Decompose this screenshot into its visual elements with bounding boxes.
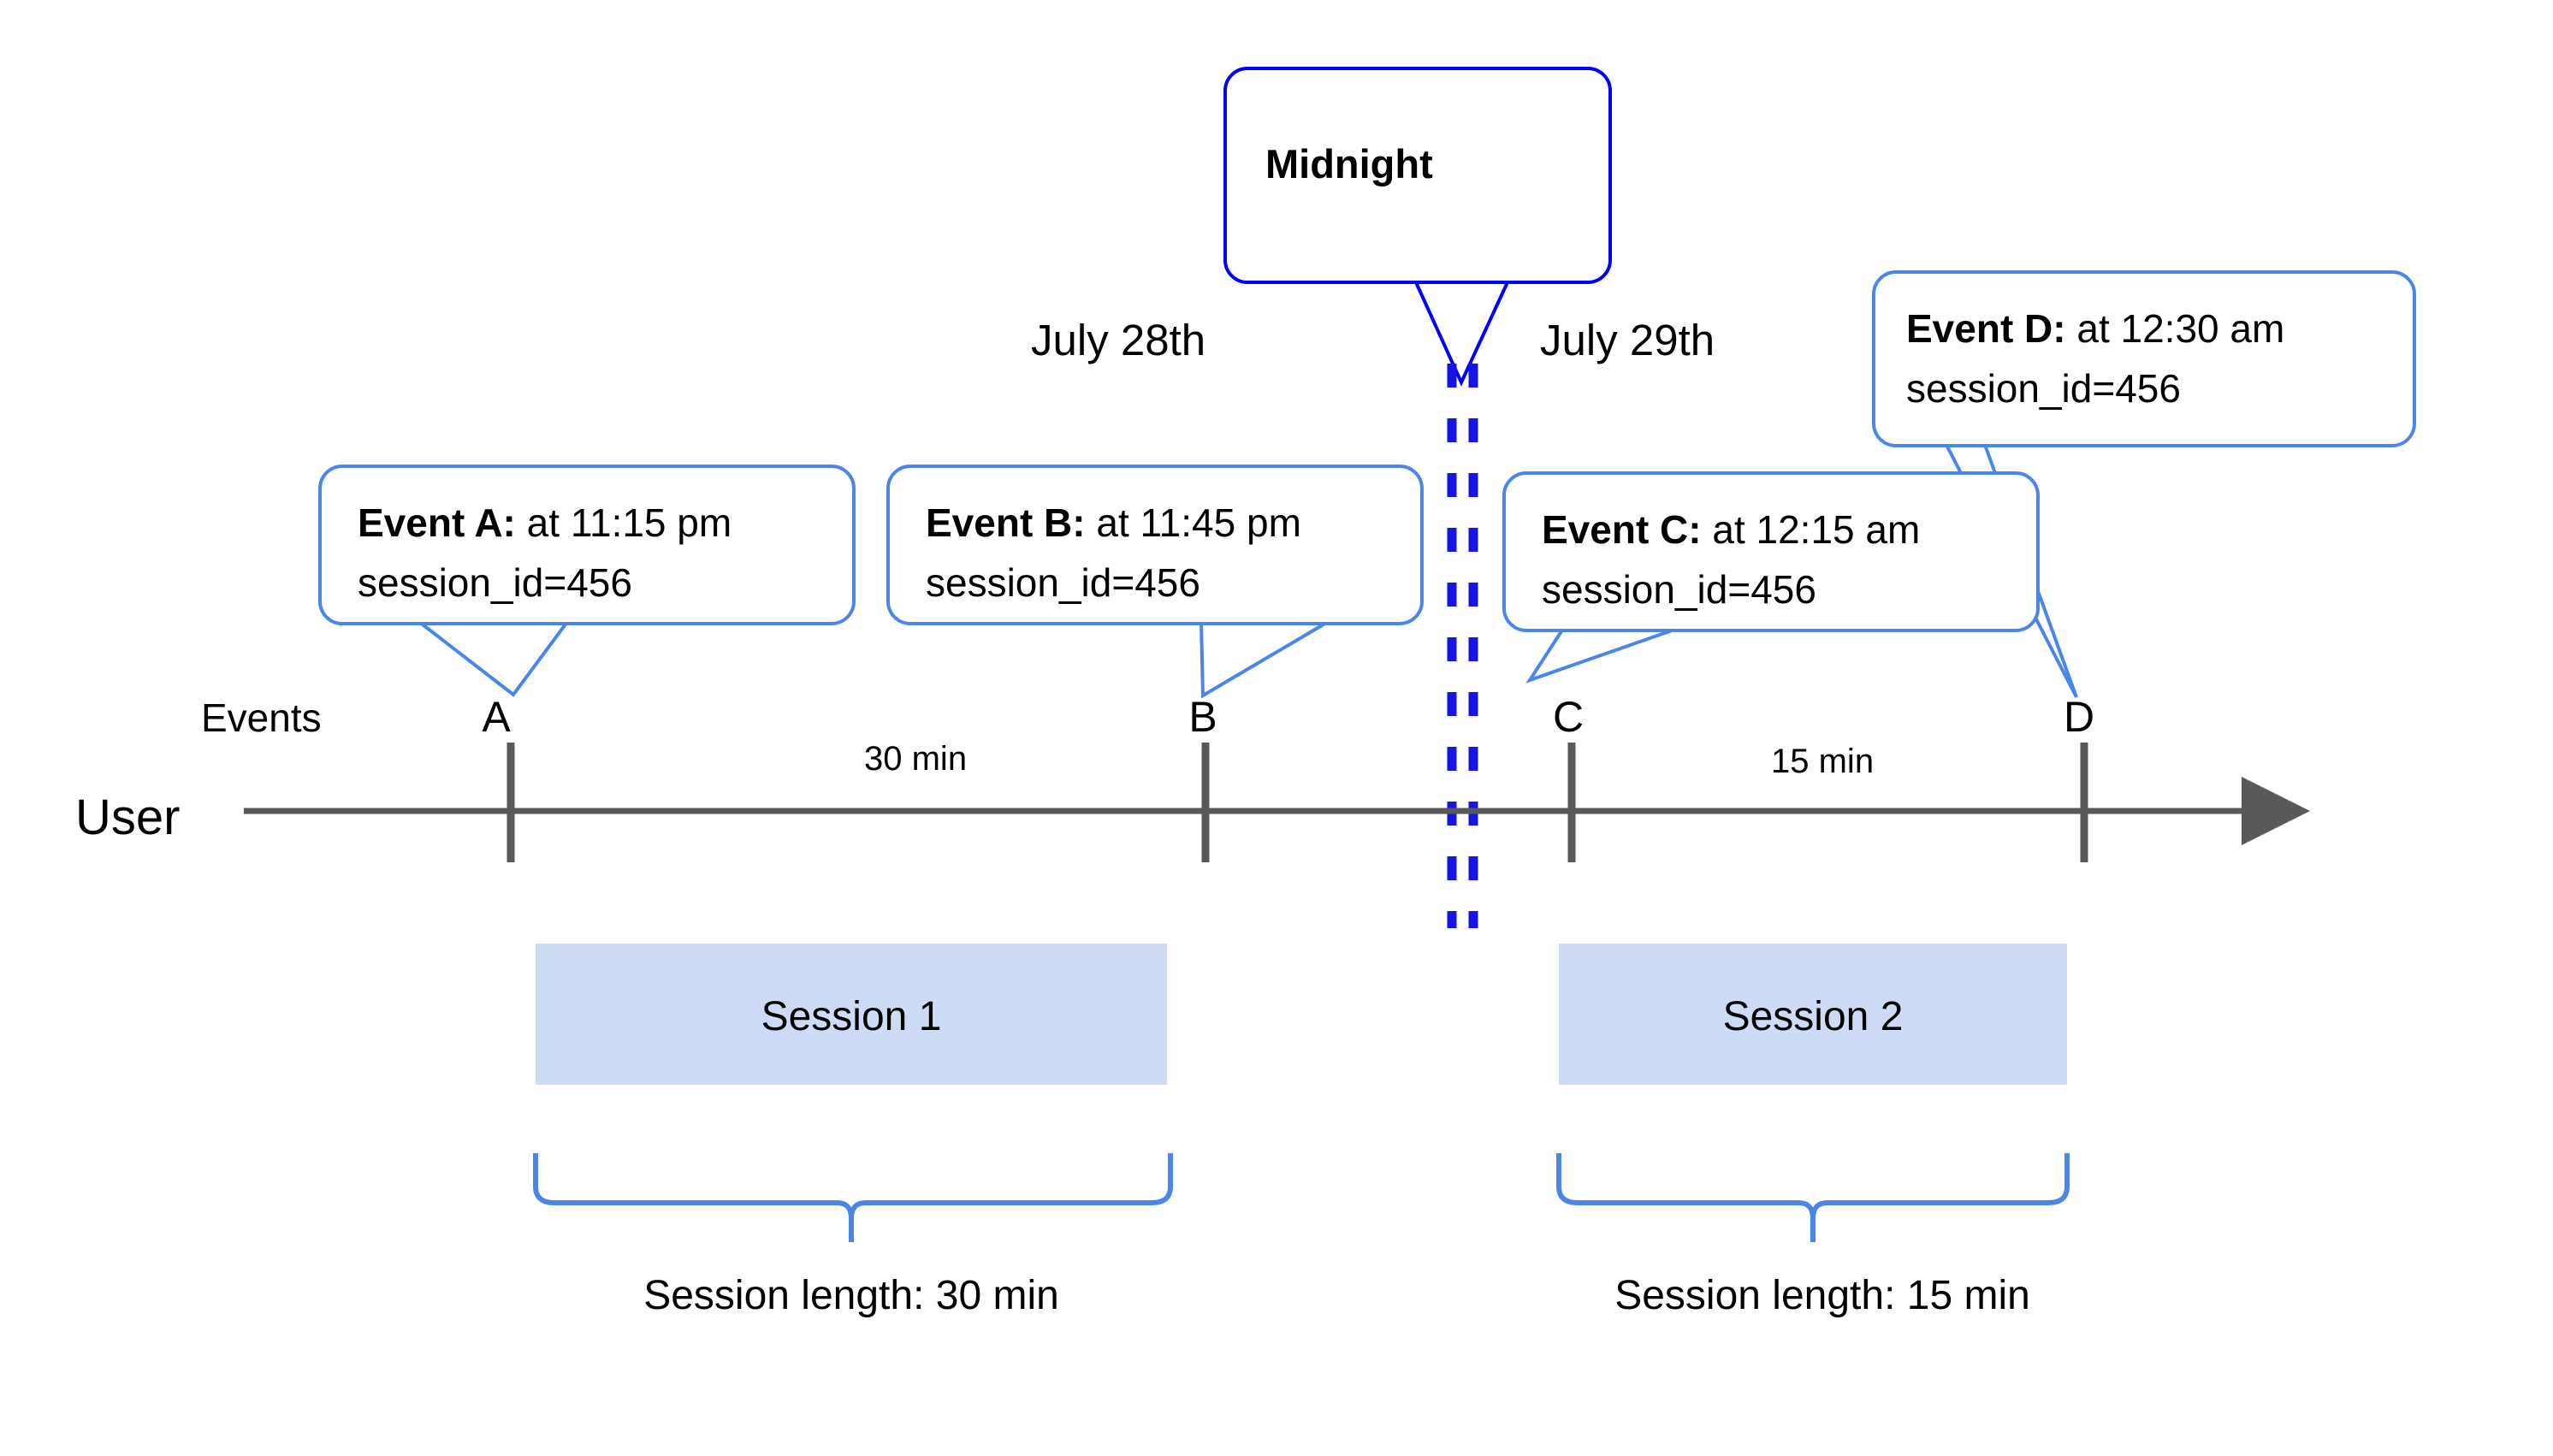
session-2-bar[interactable]: Session 2 — [1559, 944, 2067, 1085]
row-label-events: Events — [201, 695, 322, 740]
midnight-callout[interactable]: Midnight — [1223, 67, 1612, 387]
session-1-bar-rect — [536, 944, 1167, 1085]
session-2-length-label: Session length: 15 min — [1614, 1273, 2030, 1318]
session-1-brace-group: Session length: 30 min — [533, 1153, 1173, 1318]
event-b-title: Event B: — [926, 500, 1086, 545]
event-a-time: at 11:15 pm — [516, 500, 732, 545]
event-marker-label-b: B — [1188, 693, 1217, 741]
timeline-axis — [244, 777, 2310, 845]
event-c-time: at 12:15 am — [1702, 507, 1921, 552]
event-marker-label-c: C — [1553, 693, 1584, 741]
event-b-callout-box — [886, 465, 1424, 625]
event-b-callout-tail — [1199, 620, 1330, 699]
row-label-user: User — [75, 790, 180, 845]
event-a-callout-box — [318, 465, 856, 625]
midnight-callout-label: Midnight — [1265, 141, 1433, 186]
session-1-bar[interactable]: Session 1 — [536, 944, 1167, 1085]
session-2-brace — [1556, 1153, 2070, 1242]
event-a-callout[interactable]: Event A: at 11:15 pm session_id=456 — [318, 465, 856, 697]
session-1-length-label: Session length: 30 min — [643, 1273, 1059, 1318]
event-a-detail: session_id=456 — [358, 560, 632, 605]
midnight-callout-tail — [1414, 281, 1509, 387]
event-d-callout-box — [1872, 270, 2416, 447]
midnight-callout-box — [1223, 67, 1612, 284]
event-d-title: Event D: — [1906, 306, 2066, 351]
session-2-brace-group: Session length: 15 min — [1556, 1153, 2070, 1318]
event-c-title: Event C: — [1542, 507, 1702, 552]
event-marker-label-d: D — [2064, 693, 2094, 741]
event-b-callout-line1: Event B: at 11:45 pm — [926, 500, 1301, 545]
midnight-divider — [1447, 364, 1478, 928]
event-b-detail: session_id=456 — [926, 560, 1200, 605]
event-a-title: Event A: — [358, 500, 516, 545]
date-label-july-28: July 28th — [1031, 316, 1205, 364]
session-2-bar-rect — [1559, 944, 2067, 1085]
gap-label-30-min: 30 min — [864, 740, 967, 778]
event-d-callout[interactable]: Event D: at 12:30 am session_id=456 — [1872, 270, 2416, 698]
date-label-july-29: July 29th — [1540, 316, 1715, 364]
event-d-callout-line1: Event D: at 12:30 am — [1906, 306, 2284, 351]
event-b-time: at 11:45 pm — [1086, 500, 1301, 545]
event-marker-label-a: A — [482, 693, 511, 741]
event-c-callout-tail — [1525, 627, 1678, 684]
session-1-label: Session 1 — [761, 994, 942, 1039]
session-1-brace — [533, 1153, 1173, 1242]
session-2-label: Session 2 — [1723, 994, 1904, 1039]
event-c-detail: session_id=456 — [1542, 567, 1816, 612]
event-b-callout[interactable]: Event B: at 11:45 pm session_id=456 — [886, 465, 1424, 699]
gap-label-15-min: 15 min — [1771, 743, 1874, 780]
event-d-detail: session_id=456 — [1906, 366, 2181, 411]
timeline-arrow-icon — [2242, 777, 2310, 845]
event-a-callout-line1: Event A: at 11:15 pm — [358, 500, 732, 545]
event-d-time: at 12:30 am — [2066, 306, 2285, 351]
event-a-callout-tail — [418, 620, 569, 697]
event-c-callout-box — [1502, 471, 2040, 632]
event-c-callout-line1: Event C: at 12:15 am — [1542, 507, 1920, 552]
event-c-callout[interactable]: Event C: at 12:15 am session_id=456 — [1502, 471, 2040, 684]
